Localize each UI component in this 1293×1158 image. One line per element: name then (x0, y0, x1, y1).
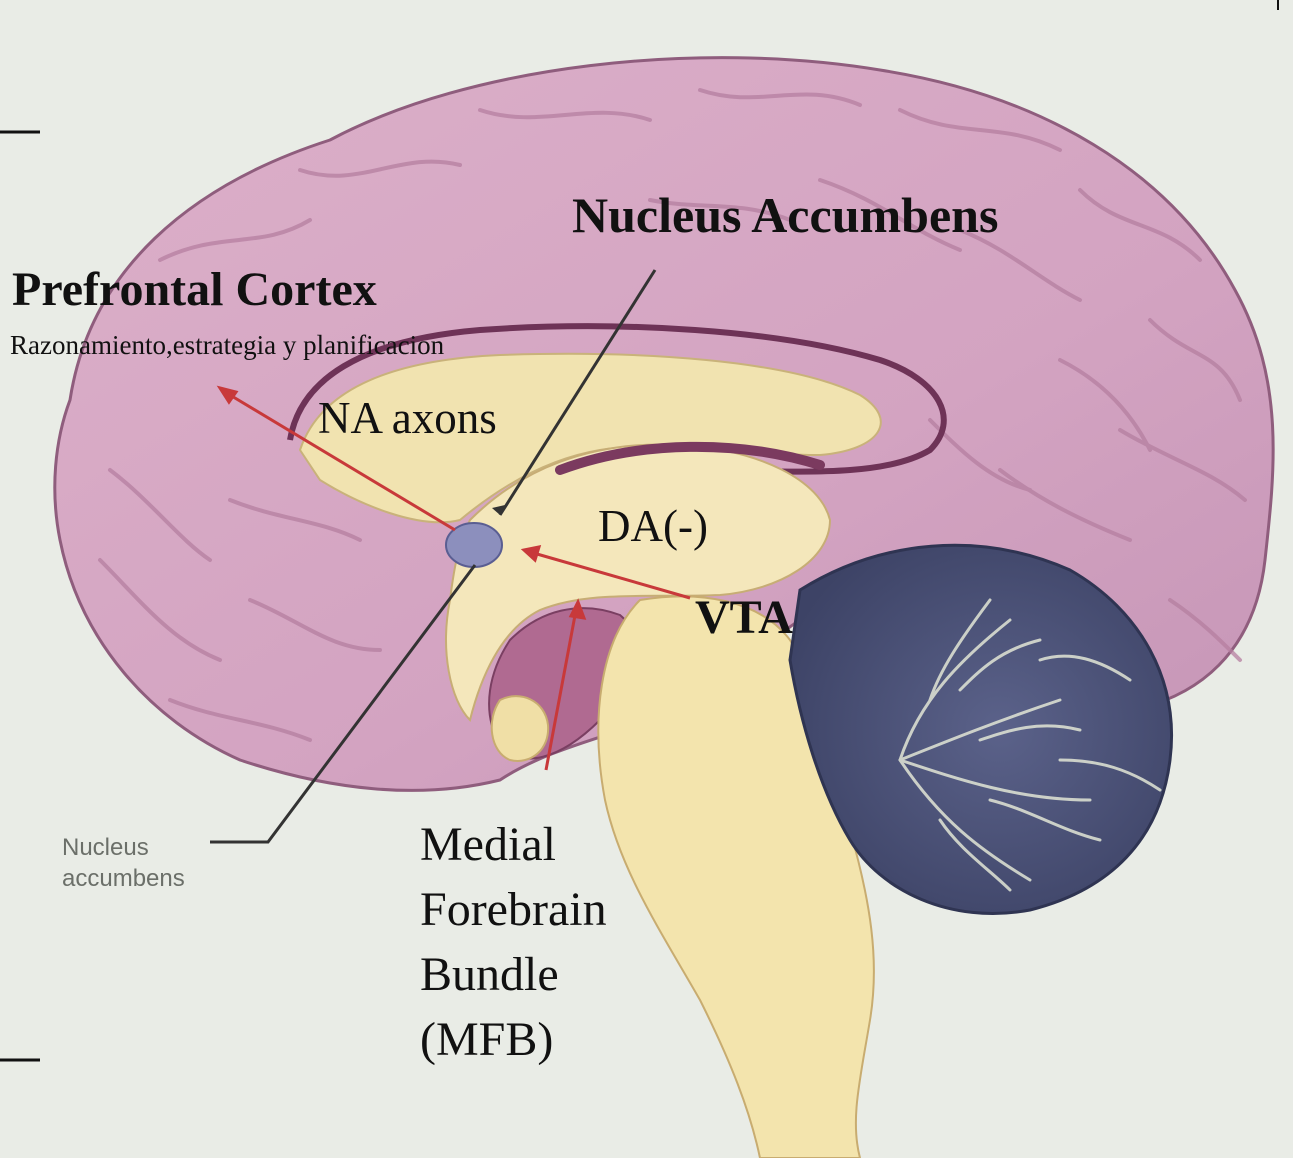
label-nucleus-accumbens: Nucleus Accumbens (572, 186, 998, 244)
label-prefrontal-cortex: Prefrontal Cortex (12, 262, 377, 317)
label-mfb-line: Medial (420, 812, 607, 877)
label-na-axons: NA axons (318, 392, 497, 444)
label-prefrontal-subtitle: Razonamiento,estrategia y planificacion (10, 330, 444, 361)
label-mfb-line: Bundle (420, 942, 607, 1007)
label-da: DA(-) (598, 500, 708, 552)
label-mfb-line: (MFB) (420, 1007, 607, 1072)
pituitary (492, 696, 548, 761)
label-nucleus-accumbens-small: Nucleus accumbens (62, 832, 185, 894)
label-nucleus-small-line: Nucleus (62, 832, 185, 863)
label-medial-forebrain-bundle: Medial Forebrain Bundle (MFB) (420, 812, 607, 1072)
label-mfb-line: Forebrain (420, 877, 607, 942)
label-vta: VTA (695, 590, 793, 645)
label-nucleus-small-line: accumbens (62, 863, 185, 894)
